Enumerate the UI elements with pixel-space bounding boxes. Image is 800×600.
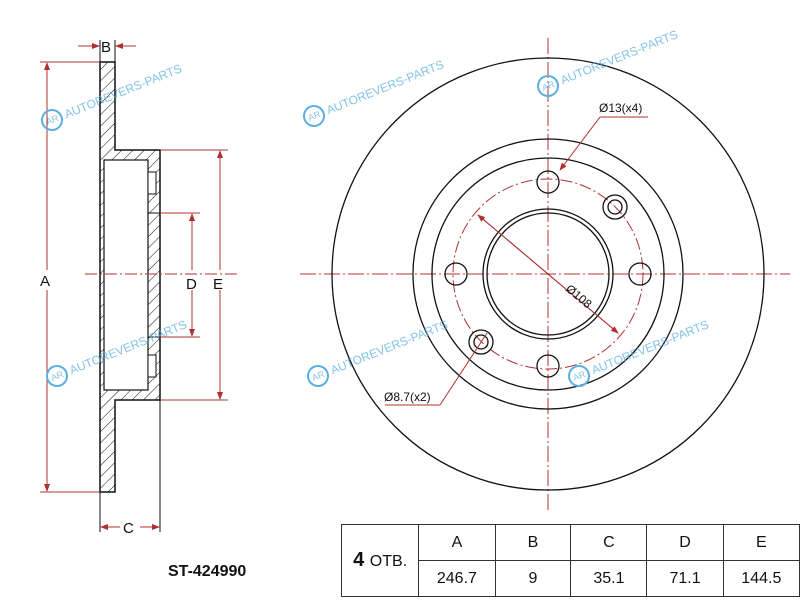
header-d: D xyxy=(646,524,724,561)
dim-label-a: A xyxy=(40,273,50,290)
watermark-text: AUTOREVERS-PARTS xyxy=(62,61,183,121)
watermark-text: AUTOREVERS-PARTS xyxy=(324,57,445,117)
front-view xyxy=(300,38,790,510)
holes-label: ОТВ. xyxy=(369,553,408,570)
watermark-text: AUTOREVERS-PARTS xyxy=(589,317,710,377)
dim-label-c: C xyxy=(123,520,134,537)
watermark-logo: AR xyxy=(311,369,327,383)
bolt-hole-note: Ø13(x4) xyxy=(599,101,642,115)
header-b: B xyxy=(494,524,572,561)
pin-hole xyxy=(468,329,494,355)
bolt-hole xyxy=(536,170,560,194)
pin-hole xyxy=(602,194,628,220)
watermark-text: AUTOREVERS-PARTS xyxy=(328,317,449,377)
value-a: 246.7 xyxy=(418,560,496,597)
holes-count: 4 xyxy=(353,549,365,571)
table-row: 246.7 9 35.1 71.1 144.5 xyxy=(342,560,800,597)
watermark-text: AUTOREVERS-PARTS xyxy=(558,27,679,87)
holes-count-cell: 4 ОТВ. xyxy=(340,524,420,597)
leader-lines xyxy=(385,116,648,406)
value-b: 9 xyxy=(494,560,572,597)
table-row: 4 ОТВ. A B C D E xyxy=(340,524,800,597)
dim-label-d: D xyxy=(186,276,197,293)
watermark-logo: AR xyxy=(572,369,588,383)
watermark-logo: AR xyxy=(541,79,557,93)
dim-label-b: B xyxy=(101,39,111,56)
spec-table: 4 ОТВ. A B C D E 246.7 9 35.1 71.1 144.5 xyxy=(340,524,800,597)
dimension-lines xyxy=(40,40,228,532)
part-number: ST-424990 xyxy=(168,563,247,580)
header-c: C xyxy=(570,524,648,561)
pin-hole-note: Ø8.7(x2) xyxy=(384,390,431,404)
watermark-logo: AR xyxy=(45,113,61,127)
value-d: 71.1 xyxy=(646,560,724,597)
value-e: 144.5 xyxy=(722,560,800,597)
bolt-hole xyxy=(444,262,468,286)
value-c: 35.1 xyxy=(570,560,648,597)
header-a: A xyxy=(418,524,496,561)
bolt-hole xyxy=(628,262,652,286)
pcd-note: Ø108 xyxy=(563,282,595,312)
watermark-logo: AR xyxy=(307,109,323,123)
side-view xyxy=(85,61,240,493)
watermark-logo: AR xyxy=(50,369,66,383)
dim-label-e: E xyxy=(213,276,223,293)
bolt-hole xyxy=(536,354,560,378)
header-e: E xyxy=(722,524,800,561)
